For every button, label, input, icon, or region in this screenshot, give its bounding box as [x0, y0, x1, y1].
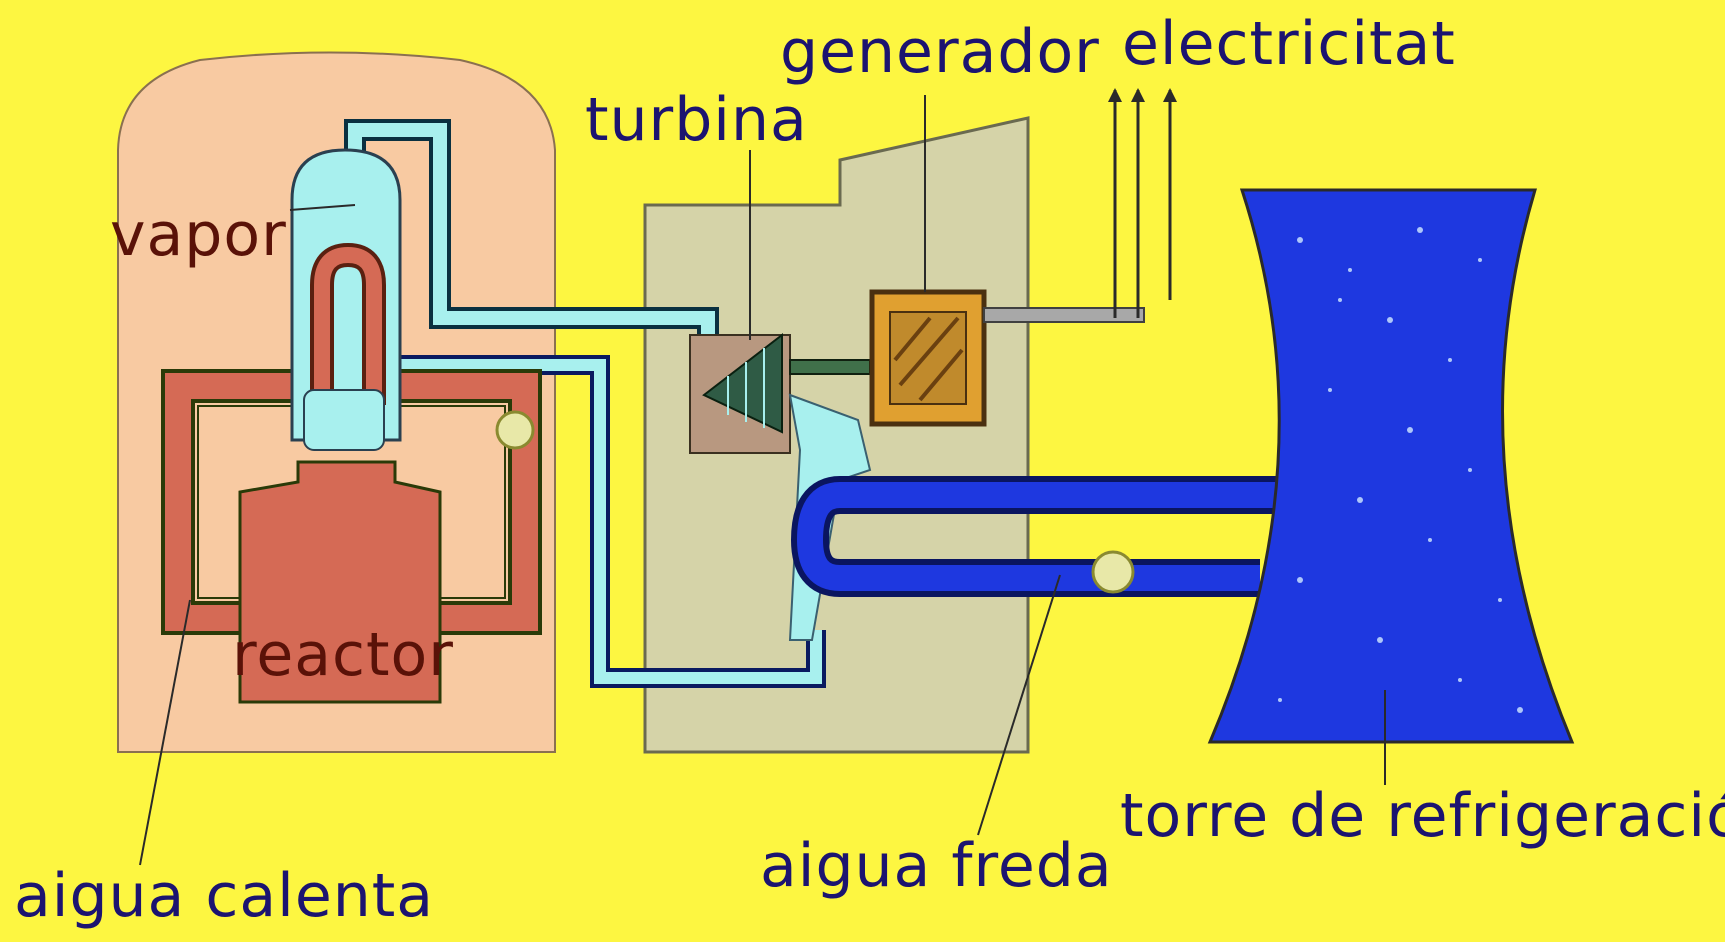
label-vapor: vapor	[110, 200, 287, 270]
label-torre-refrigeracio: torre de refrigeració	[1120, 781, 1725, 851]
label-turbina: turbina	[585, 85, 808, 155]
tower-sparkles	[1278, 227, 1523, 713]
leader-vapor	[289, 204, 356, 211]
leader-aigua-freda	[977, 574, 1061, 836]
reactor-core	[238, 460, 442, 704]
label-electricitat: electricitat	[1122, 9, 1456, 79]
cooling-pump	[1091, 550, 1135, 594]
cooling-tower	[1207, 188, 1575, 744]
electric-lines	[1113, 90, 1172, 318]
label-aigua-freda: aigua freda	[760, 831, 1113, 901]
label-generador: generador	[780, 17, 1100, 87]
turbine-rotor	[702, 332, 783, 434]
leader-aigua-calenta	[139, 599, 191, 866]
label-reactor: reactor	[232, 620, 454, 690]
label-aigua-calenta: aigua calenta	[14, 861, 435, 931]
electric-arrows	[1108, 88, 1177, 102]
turbine-shaft	[789, 359, 871, 375]
primary-pump	[495, 410, 535, 450]
generator-output	[983, 307, 1145, 323]
